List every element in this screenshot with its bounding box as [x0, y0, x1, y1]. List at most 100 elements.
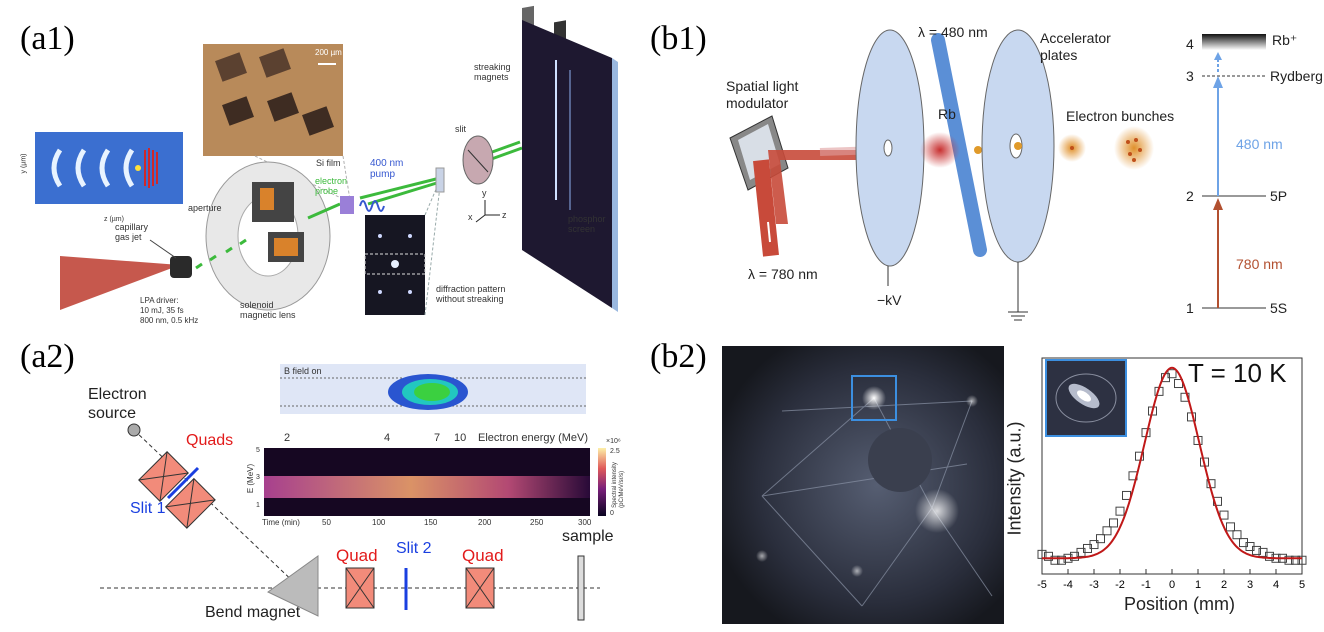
level-2-name: 5P: [1270, 188, 1288, 204]
panel-b2-diffraction: [722, 346, 1004, 624]
beam-block: [868, 428, 932, 492]
phosphor-screen: [522, 20, 618, 312]
quad-pair-diagonal: [138, 451, 216, 529]
energy-tick-2: 2: [284, 432, 291, 444]
diffraction-pattern-screen: [364, 215, 426, 315]
electron-source-icon: [127, 423, 141, 437]
x-tick-label: 4: [1273, 579, 1279, 591]
level-4-name: Rb⁺: [1272, 32, 1298, 48]
bragg-spot-2: [915, 489, 959, 533]
data-point: [1180, 392, 1190, 402]
profile-xlabel: Position (mm): [1124, 594, 1236, 614]
time-axis-label: Time (min): [262, 518, 300, 527]
panel-label-a2: (a2): [20, 338, 75, 375]
x-tick-label: -5: [1037, 579, 1047, 591]
temperature-label: T = 10 K: [1188, 358, 1287, 388]
electron-bunch-dot: [135, 165, 141, 171]
sample-label: sample: [562, 528, 614, 545]
sample-icon: [577, 555, 585, 621]
si-film-micrograph: [203, 44, 343, 156]
cbar-exp: ×10⁶: [606, 438, 621, 445]
diffraction-label: diffraction pattern without streaking: [436, 284, 506, 304]
time-tick-100: 100: [372, 518, 386, 527]
energy-tick-10: 10: [454, 432, 467, 444]
x-tick-label: 2: [1221, 579, 1227, 591]
slit1-label: Slit 1: [130, 500, 166, 517]
data-point: [1167, 369, 1177, 379]
waterfall-ytick-3: 3: [256, 474, 260, 481]
level-1-num: 1: [1186, 300, 1194, 316]
electron-source-label: Electron source: [88, 386, 147, 422]
solenoid-label: solenoid magnetic lens: [240, 300, 296, 320]
axis-z-label: z: [502, 210, 507, 220]
quad-a-icon: [345, 567, 375, 609]
level-1-name: 5S: [1270, 300, 1288, 316]
slit2-label: Slit 2: [396, 540, 432, 557]
panel-b1-diagram: [729, 29, 1266, 321]
bend-magnet-label: Bend magnet: [205, 604, 301, 621]
x-tick-label: 5: [1299, 579, 1305, 591]
scale-bar-label: 200 µm: [315, 48, 342, 57]
data-point: [1291, 555, 1300, 565]
aperture-label: aperture: [188, 203, 222, 213]
cbar-tick-bottom: 0: [610, 510, 614, 517]
waterfall-ytick-1: 1: [256, 502, 260, 509]
intermediate-screen: [435, 167, 445, 193]
slit-label: slit: [455, 124, 466, 134]
time-tick-50: 50: [322, 518, 331, 527]
bend-magnet-icon: [267, 555, 319, 617]
selection-box: [851, 375, 897, 421]
electron-spectrum: [280, 364, 586, 414]
capillary-label: capillary gas jet: [115, 222, 149, 242]
inset-ylabel: y (µm): [20, 153, 28, 174]
bragg-spot-4: [851, 565, 863, 577]
data-point: [1089, 540, 1099, 550]
time-tick-200: 200: [478, 518, 492, 527]
pump-pulse: [359, 200, 385, 212]
wavelength-480-label: λ = 480 nm: [918, 24, 988, 40]
axis-y-label: y: [482, 188, 487, 198]
lpa-laser-cone: [60, 256, 180, 310]
data-point: [1109, 518, 1118, 528]
pump-label: 400 nm pump: [370, 158, 404, 180]
quad-b-icon: [465, 567, 495, 609]
x-tick-label: 3: [1247, 579, 1253, 591]
transition-780-label: 780 nm: [1236, 256, 1283, 272]
energy-tick-7: 7: [434, 432, 441, 444]
accelerator-label: Accelerator plates: [1040, 30, 1111, 63]
x-tick-label: -1: [1141, 579, 1151, 591]
solenoid-magnetic-lens: [205, 161, 331, 311]
panel-a1-diagram: [35, 5, 618, 316]
rb-label: Rb: [938, 106, 956, 122]
profile-ylabel: Intensity (a.u.): [1004, 421, 1025, 536]
data-point: [1252, 545, 1261, 555]
quad-b-label: Quad: [462, 546, 504, 565]
data-point: [1057, 555, 1066, 565]
si-film-sample: [340, 196, 354, 214]
x-tick-label: -2: [1115, 579, 1125, 591]
energy-level-diagram: [1202, 34, 1266, 309]
cbar-label: Spectral intensity (pC/MeV/sr/s): [611, 462, 625, 508]
x-tick-label: 1: [1195, 579, 1201, 591]
electron-bunch-2: [1114, 126, 1154, 170]
electron-probe-label: electron probe: [315, 176, 348, 196]
data-point: [1297, 555, 1307, 565]
wavelength-780-label: λ = 780 nm: [748, 266, 818, 282]
bragg-spot-1: [862, 386, 886, 410]
bragg-spot-3: [756, 550, 768, 562]
xyz-axes: [475, 200, 500, 223]
x-tick-label: 0: [1169, 579, 1175, 591]
data-point: [1265, 551, 1274, 561]
electron-bunches-label: Electron bunches: [1066, 108, 1175, 124]
panel-a2-beamline: [100, 364, 606, 621]
gaussian-fit-line: [1042, 366, 1302, 560]
quad-a-label: Quad: [336, 546, 378, 565]
data-point: [1284, 555, 1294, 565]
panel-label-b1: (b1): [650, 20, 707, 57]
b-field-tag: B field on: [284, 366, 322, 376]
data-point: [1096, 534, 1105, 544]
phosphor-label: phosphor screen: [568, 214, 606, 234]
data-point: [1226, 522, 1235, 532]
